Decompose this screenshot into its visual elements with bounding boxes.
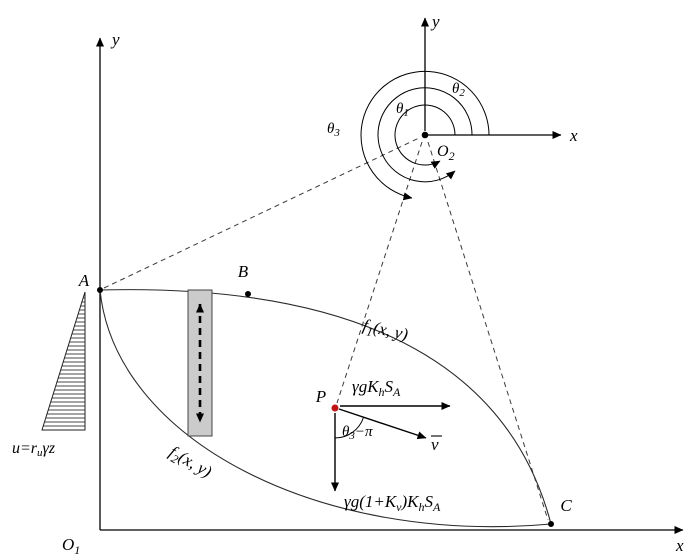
point-o2-dot [421,131,429,139]
main-x-axis-label: x [675,536,684,555]
curve-f2 [99,289,552,528]
theta1-label: θ1 [396,101,409,119]
rotation-angle-label: θ3−π [342,424,373,442]
point-b-dot [245,291,251,297]
radius-o2-p [336,141,423,404]
rotation-angle-arc [334,417,364,439]
spiral-x-axis-label: x [569,126,578,145]
theta2-arc [377,87,473,183]
spiral-origin-label: O2 [437,143,455,163]
velocity-label: v [431,435,439,454]
point-a-label: A [78,271,90,290]
theta2-label: θ2 [452,81,465,99]
theta3-label: θ3 [327,121,340,139]
horizontal-seismic-force-label: γgKhSA [352,377,401,399]
velocity-vector-arrow [338,408,427,440]
vertical-body-force-label: γg(1+Kv)KhSA [344,492,441,514]
spiral-y-axis-label: y [430,12,440,31]
point-b-label: B [238,262,249,281]
point-c-label: C [560,496,572,515]
curve-f2-label: f2(x, y) [165,442,216,484]
main-y-axis-label: y [110,30,120,49]
curve-f1-label: f1(x, y) [360,315,410,347]
main-origin-label: O1 [62,535,80,557]
theta1-arc [394,104,456,169]
point-p-label: P [315,387,326,406]
radius-o2-c [427,141,549,521]
pore-pressure-label: u=ruγz [12,440,56,459]
point-p-dot [331,404,339,412]
point-a-dot [97,287,103,293]
curve-f1 [99,289,552,525]
theta3-arc [360,70,490,201]
pore-pressure-triangle [41,291,86,431]
radius-o2-a [103,137,420,289]
point-c-dot [548,521,554,527]
